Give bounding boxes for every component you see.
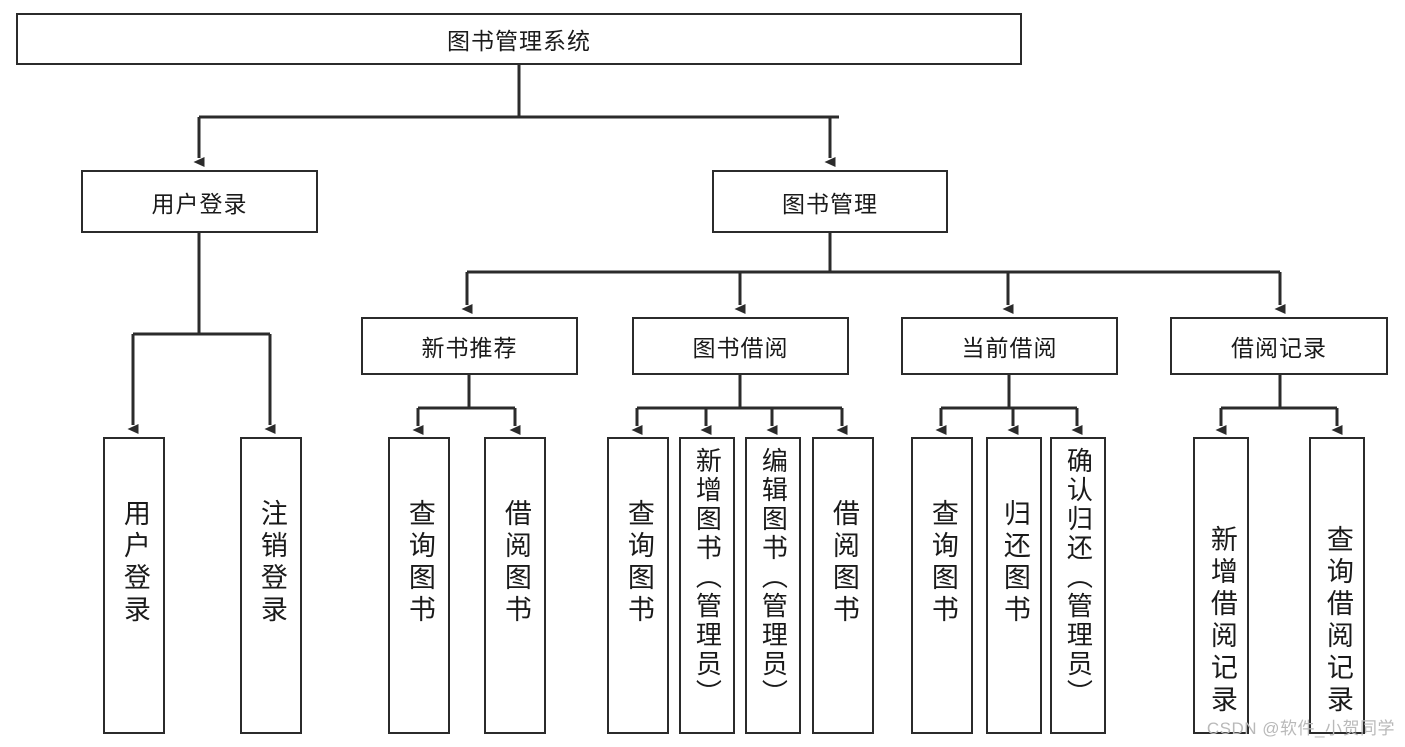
- csdn-watermark: CSDN @软件_小贺同学: [1206, 719, 1395, 738]
- node-leaf-return-book-label: 归还图书: [999, 499, 1030, 627]
- node-leaf-add-borrow-record[interactable]: 新增借阅记录: [1193, 437, 1249, 734]
- node-current-borrow[interactable]: 当前借阅: [901, 317, 1118, 375]
- node-leaf-confirm-return[interactable]: 确认归还（管理员）: [1050, 437, 1106, 734]
- node-borrow-record-label: 借阅记录: [1231, 335, 1327, 361]
- node-leaf-query-book-3-label: 查询图书: [927, 499, 958, 627]
- node-leaf-return-book[interactable]: 归还图书: [986, 437, 1042, 734]
- node-leaf-query-book-3[interactable]: 查询图书: [911, 437, 973, 734]
- node-leaf-borrow-book-2[interactable]: 借阅图书: [812, 437, 874, 734]
- node-leaf-query-borrow-record-label: 查询借阅记录: [1322, 525, 1353, 717]
- node-book-borrow-label: 图书借阅: [692, 335, 789, 361]
- node-leaf-add-book[interactable]: 新增图书（管理员）: [679, 437, 735, 734]
- node-leaf-borrow-book-2-label: 借阅图书: [828, 499, 859, 627]
- node-leaf-query-book-2-label: 查询图书: [623, 499, 654, 627]
- node-user-login-label: 用户登录: [151, 190, 248, 217]
- node-book-manage-label: 图书管理: [782, 190, 878, 217]
- node-leaf-query-book-2[interactable]: 查询图书: [607, 437, 669, 734]
- node-leaf-borrow-book-1[interactable]: 借阅图书: [484, 437, 546, 734]
- node-current-borrow-label: 当前借阅: [961, 335, 1058, 361]
- node-leaf-logout-login-label: 注销登录: [256, 499, 287, 627]
- node-leaf-add-book-label: 新增图书（管理员）: [692, 447, 723, 708]
- node-leaf-borrow-book-1-label: 借阅图书: [500, 499, 531, 627]
- node-leaf-query-book-1[interactable]: 查询图书: [388, 437, 450, 734]
- node-leaf-query-borrow-record[interactable]: 查询借阅记录: [1309, 437, 1365, 734]
- node-root-system-label: 图书管理系统: [447, 28, 591, 54]
- node-leaf-logout-login[interactable]: 注销登录: [240, 437, 302, 734]
- node-leaf-user-login-label: 用户登录: [119, 499, 150, 627]
- node-leaf-edit-book-label: 编辑图书（管理员）: [758, 447, 789, 708]
- node-book-manage[interactable]: 图书管理: [712, 170, 948, 233]
- node-leaf-edit-book[interactable]: 编辑图书（管理员）: [745, 437, 801, 734]
- node-borrow-record[interactable]: 借阅记录: [1170, 317, 1388, 375]
- node-leaf-user-login[interactable]: 用户登录: [103, 437, 165, 734]
- node-new-book-recommend-label: 新书推荐: [421, 335, 518, 361]
- node-leaf-confirm-return-label: 确认归还（管理员）: [1063, 447, 1094, 708]
- node-book-borrow[interactable]: 图书借阅: [632, 317, 849, 375]
- node-root-system[interactable]: 图书管理系统: [16, 13, 1022, 65]
- node-user-login[interactable]: 用户登录: [81, 170, 318, 233]
- node-leaf-query-book-1-label: 查询图书: [404, 499, 435, 627]
- node-leaf-add-borrow-record-label: 新增借阅记录: [1206, 525, 1237, 717]
- node-new-book-recommend[interactable]: 新书推荐: [361, 317, 578, 375]
